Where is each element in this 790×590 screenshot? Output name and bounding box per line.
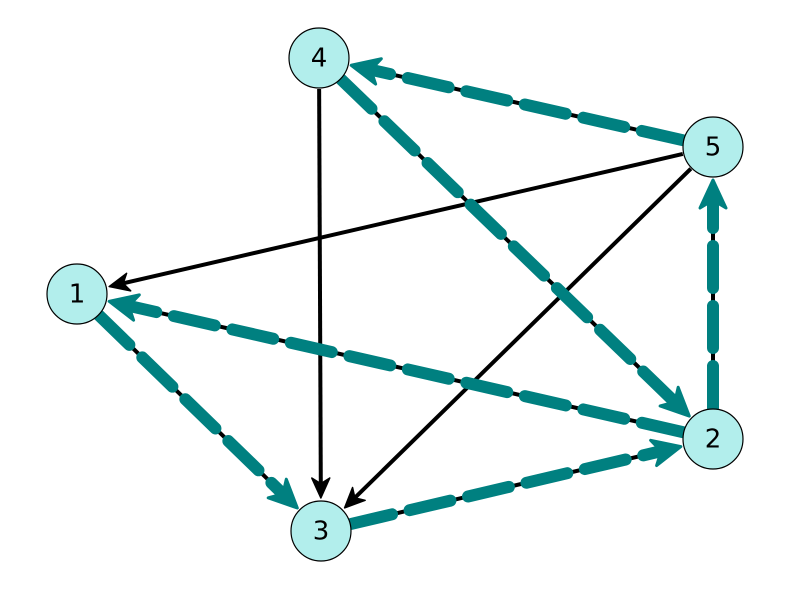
node-label: 4: [311, 44, 328, 74]
edge-3-to-2: [345, 438, 683, 530]
edge-line: [353, 167, 693, 500]
edge-4-to-2: [335, 73, 691, 418]
edge-5-to-4: [349, 57, 689, 147]
node-circle: [682, 408, 744, 470]
edge-arrowhead: [108, 272, 132, 292]
edge-2-to-1: [107, 293, 689, 439]
edge-highlight-dash: [368, 64, 689, 147]
node-5: 5: [682, 116, 744, 178]
node-circle: [682, 116, 744, 178]
edge-arrowhead: [266, 477, 299, 510]
edge-highlight-dash: [126, 300, 689, 439]
node-3: 3: [290, 500, 352, 562]
edge-line: [317, 88, 323, 485]
node-2: 2: [682, 408, 744, 470]
edge-arrowhead: [658, 385, 691, 418]
edge-line: [122, 152, 684, 286]
edge-highlight-dash: [345, 446, 664, 530]
node-circle: [290, 500, 352, 562]
edge-4-to-3: [311, 88, 331, 499]
edge-arrowhead: [311, 477, 331, 499]
edge-highlight-dash: [93, 309, 287, 498]
node-label: 2: [705, 425, 722, 455]
edge-arrowhead: [107, 293, 141, 322]
edge-arrowhead: [349, 57, 383, 86]
node-label: 5: [705, 133, 722, 163]
node-1: 1: [46, 263, 108, 325]
edge-5-to-3: [343, 167, 693, 509]
node-circle: [46, 263, 108, 325]
edge-arrowhead: [698, 178, 728, 210]
node-circle: [288, 27, 350, 89]
node-label: 1: [69, 280, 86, 310]
edge-highlight-dash: [335, 73, 679, 406]
edge-2-to-5: [698, 178, 728, 414]
edge-arrowhead: [649, 438, 683, 468]
edge-arrowhead: [343, 486, 366, 509]
edge-layer: [93, 57, 728, 530]
edge-1-to-3: [93, 309, 299, 510]
node-4: 4: [288, 27, 350, 89]
edge-5-to-1: [108, 152, 684, 292]
node-layer: 1 2 3 4 5: [46, 27, 744, 562]
node-label: 3: [313, 517, 330, 547]
